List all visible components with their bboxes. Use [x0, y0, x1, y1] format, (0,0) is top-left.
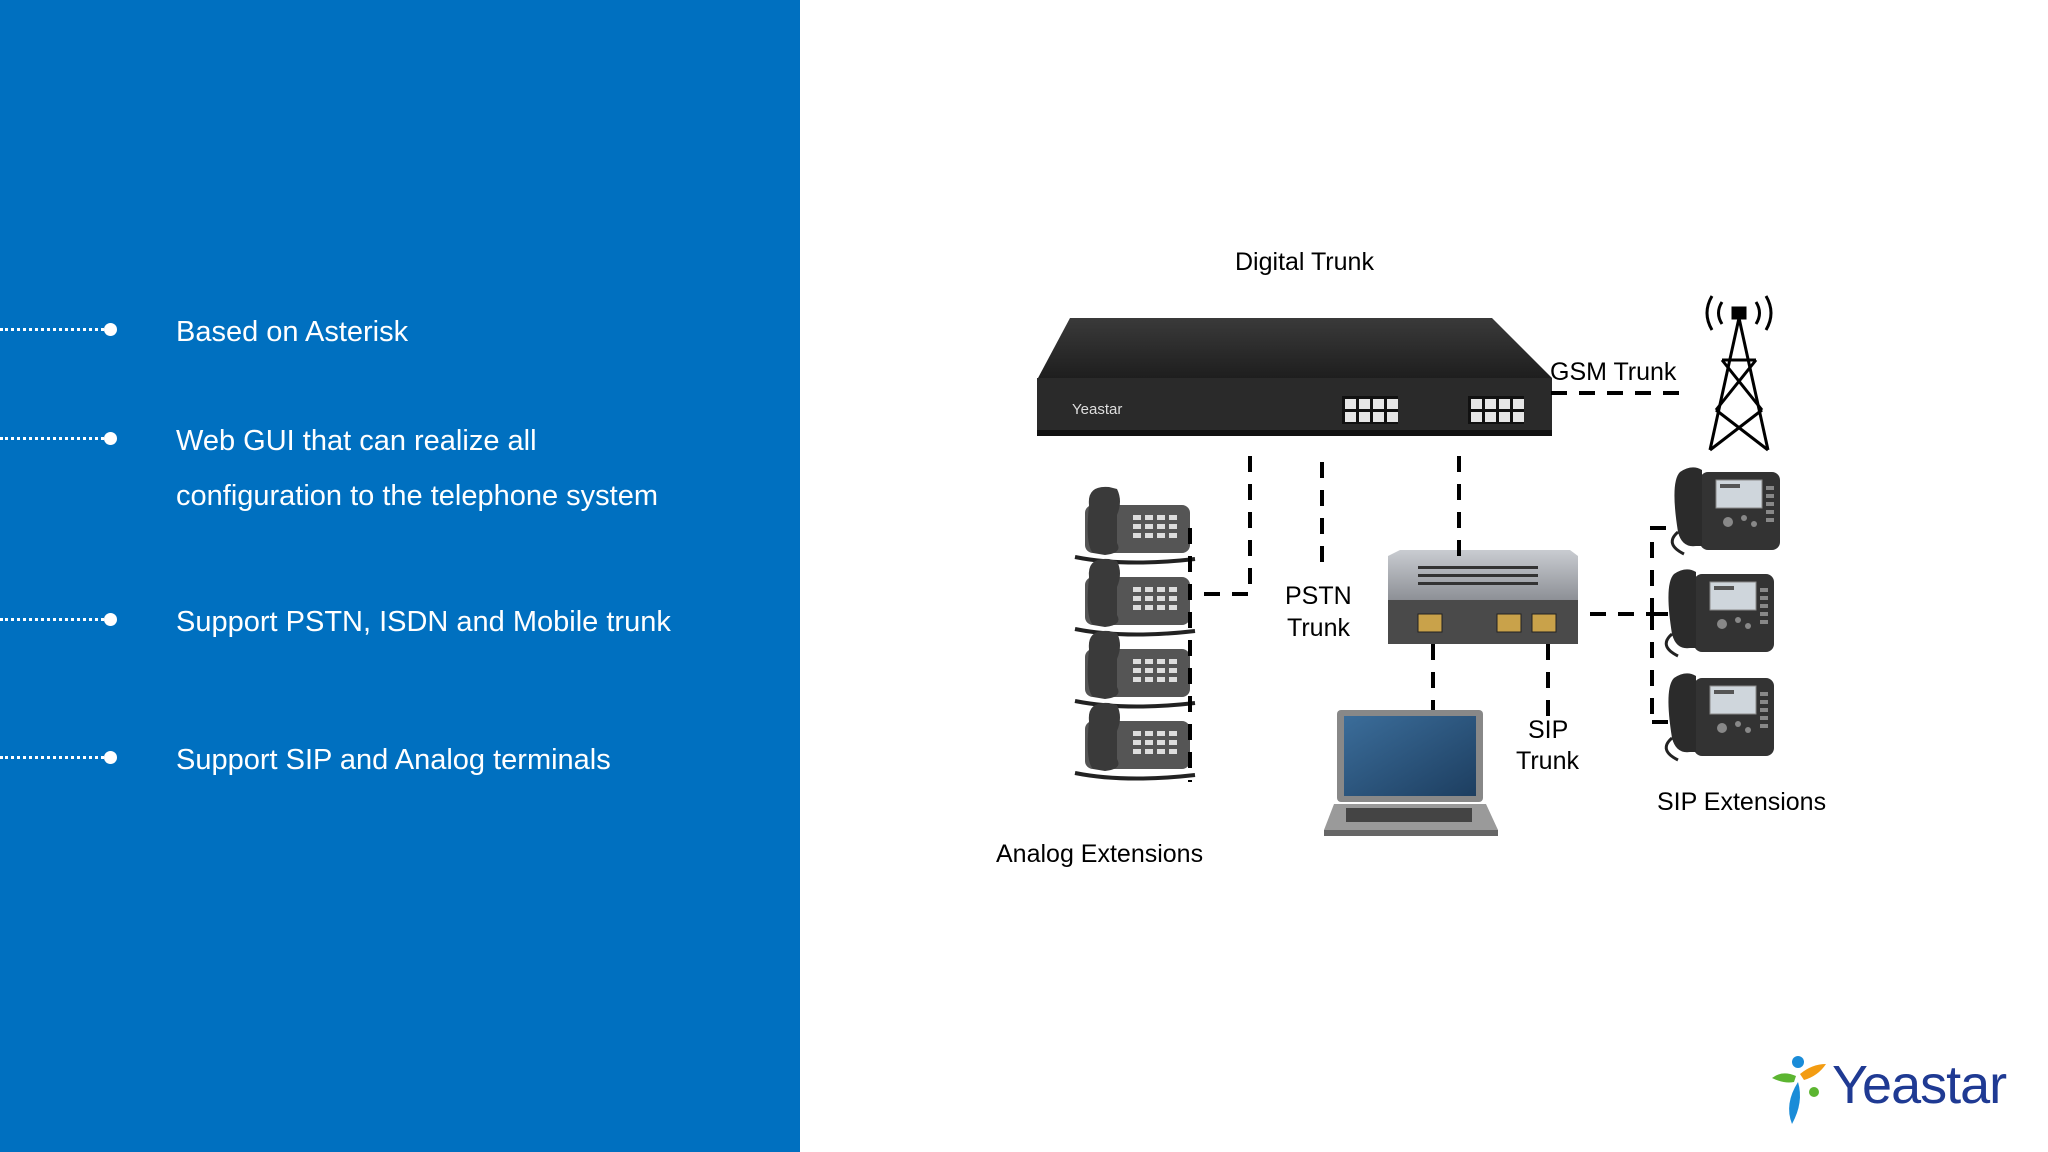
dotted-leader	[0, 437, 110, 440]
gsm-tower-icon	[1705, 295, 1773, 452]
label-analog-extensions: Analog Extensions	[996, 840, 1203, 868]
sip-phone-icon	[1664, 567, 1776, 658]
analog-phones	[1073, 484, 1197, 781]
dotted-leader	[0, 328, 110, 331]
pbx-device: Yeastar	[1037, 318, 1552, 436]
bullet-dot	[104, 751, 117, 764]
analog-phone-icon	[1073, 628, 1197, 709]
label-sip-extensions: SIP Extensions	[1657, 788, 1826, 816]
network-diagram: Digital Trunk GSM Trunk PSTN Trunk SIP T…	[996, 248, 1826, 868]
dotted-leader	[0, 618, 110, 621]
dotted-leader	[0, 756, 110, 759]
yeastar-logo-icon	[1772, 1056, 1826, 1124]
connection-lines	[1188, 391, 1685, 782]
label-sip-trunk: Trunk	[1516, 747, 1579, 775]
feature-text: Support SIP and Analog terminals	[176, 744, 611, 776]
feature-text: Based on Asterisk	[176, 316, 409, 348]
bullet-dot	[104, 323, 117, 336]
analog-phone-icon	[1073, 484, 1197, 565]
bullet-dot	[104, 613, 117, 626]
label-sip: SIP	[1528, 716, 1568, 744]
label-pstn: PSTN	[1285, 582, 1352, 610]
analog-phone-icon	[1073, 700, 1197, 781]
sip-phone-icon	[1670, 465, 1782, 556]
label-digital-trunk: Digital Trunk	[1235, 248, 1374, 276]
bullet-dot	[104, 432, 117, 445]
feature-text: Web GUI that can realize all configurati…	[176, 425, 659, 512]
yeastar-logo-text: Yeastar	[1832, 1055, 2007, 1115]
gateway-device	[1388, 550, 1578, 644]
analog-phone-icon	[1073, 556, 1197, 637]
feature-text: Support PSTN, ISDN and Mobile trunk	[176, 606, 671, 638]
pbx-brand: Yeastar	[1072, 401, 1122, 418]
left-panel: Based on Asterisk Web GUI that can reali…	[0, 0, 800, 1152]
label-pstn-trunk: Trunk	[1287, 614, 1350, 642]
sip-phone-icon	[1664, 671, 1776, 762]
laptop-icon	[1324, 710, 1498, 836]
sip-phones	[1664, 465, 1782, 762]
label-gsm-trunk: GSM Trunk	[1550, 358, 1677, 386]
